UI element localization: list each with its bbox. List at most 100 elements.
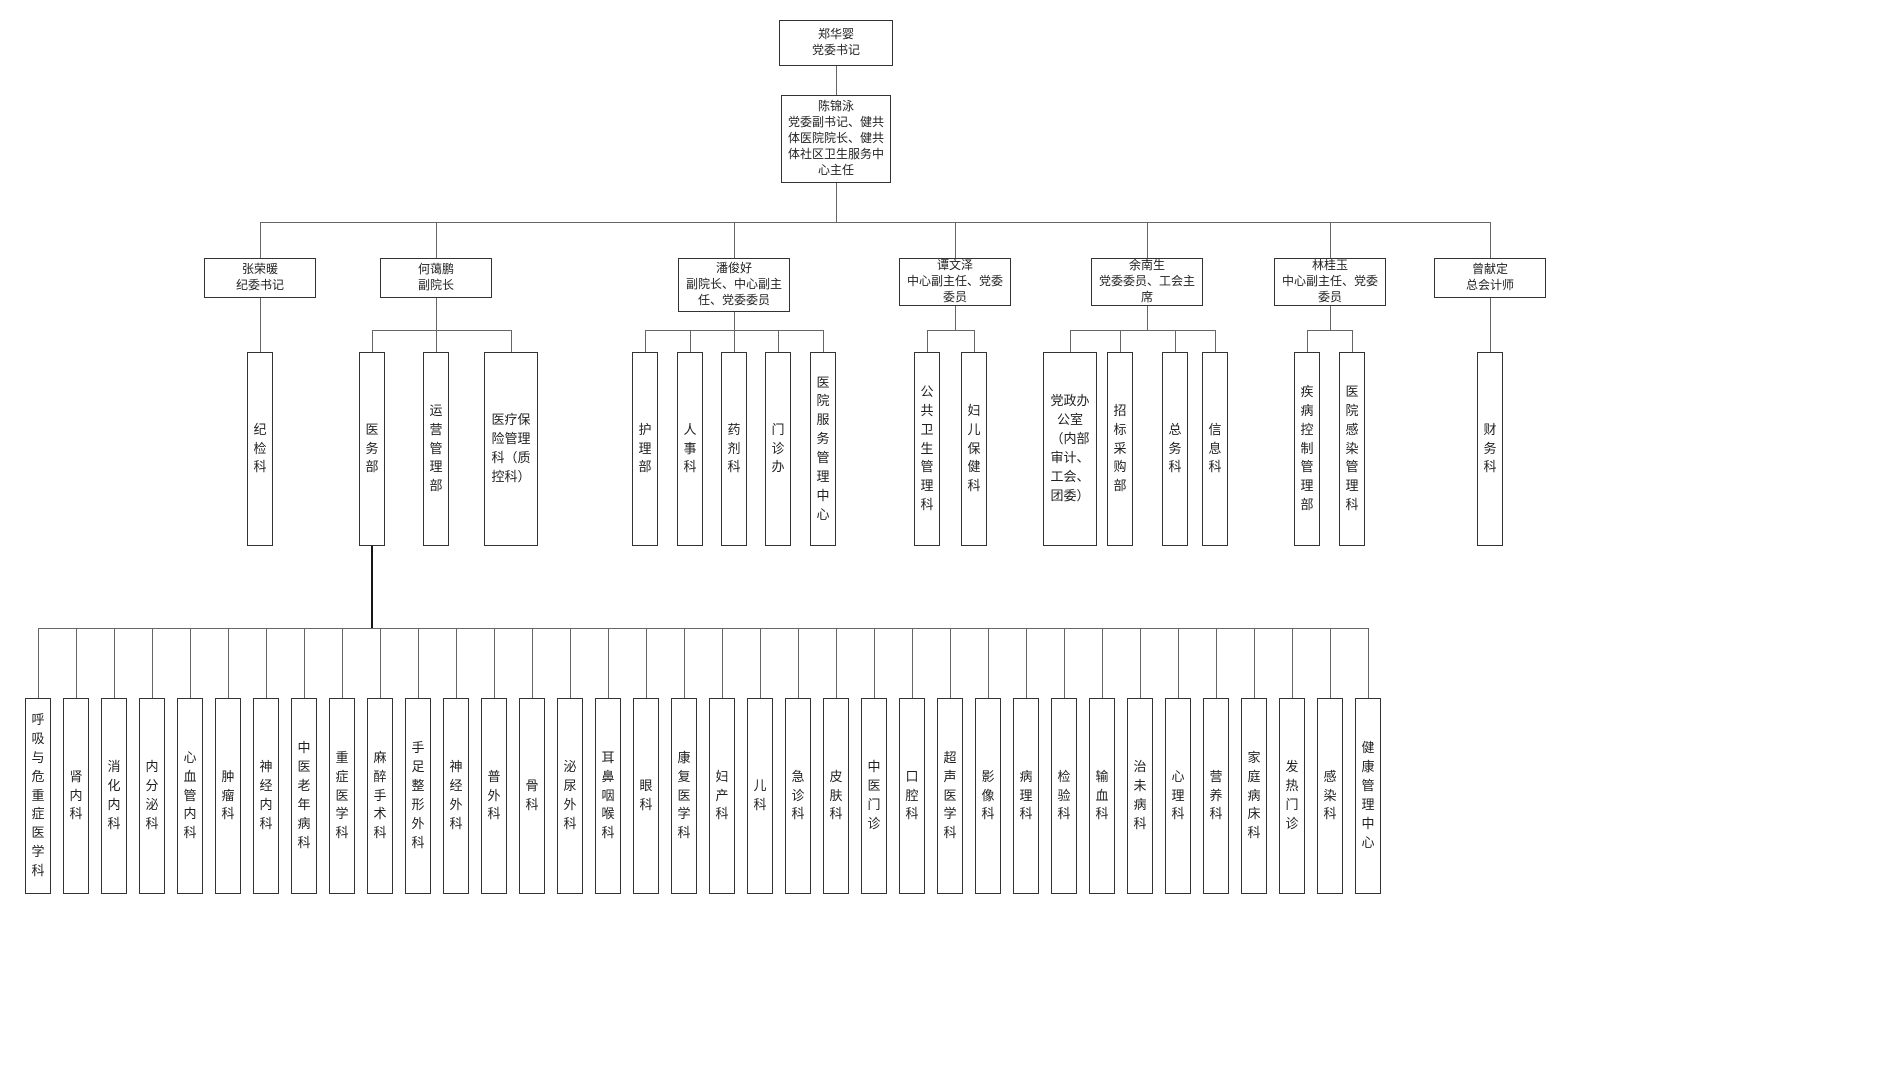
dept-node: 医疗保险管理科（质控科）	[484, 352, 538, 546]
dept-node: 运营管理部	[423, 352, 449, 546]
bus-dept-stub	[645, 330, 646, 352]
dept-node-label: 运营管理部	[429, 402, 443, 494]
clinical-dept-node-label: 感染科	[1323, 768, 1337, 822]
bus-dept-stub	[974, 330, 975, 352]
clinical-dept-node-label: 麻醉手术科	[373, 749, 387, 841]
leaders-bus	[260, 222, 1490, 223]
medical-dept-stem	[371, 546, 373, 628]
root-name: 郑华婴	[817, 27, 854, 42]
clinical-dept-node: 骨科	[519, 698, 545, 894]
bus-dept-stub	[436, 330, 437, 352]
clinical-dept-node: 肾内科	[63, 698, 89, 894]
bus-dept-stub	[372, 330, 373, 352]
bus-clinical-stub	[1292, 628, 1293, 698]
clinical-dept-node: 消化内科	[101, 698, 127, 894]
dept-node-label: 党政办公室（内部审计、工会、团委）	[1050, 393, 1090, 503]
dept-node-label: 总务科	[1168, 421, 1182, 475]
leader-node: 张荣暖纪委书记	[204, 258, 316, 298]
bus-dept-stub	[690, 330, 691, 352]
bus-clinical-stub	[988, 628, 989, 698]
bus-clinical-stub	[1254, 628, 1255, 698]
bus-dept-stub	[778, 330, 779, 352]
clinical-dept-node-label: 超声医学科	[943, 749, 957, 841]
director-title: 党委副书记、健共体医院院长、健共体社区卫生服务中心主任	[787, 115, 884, 177]
leader-title: 中心副主任、党委委员	[906, 274, 1003, 304]
bus-leader-stub	[260, 222, 261, 258]
bus-clinical-stub	[684, 628, 685, 698]
bus-clinical-stub	[1026, 628, 1027, 698]
dept-node: 医院感染管理科	[1339, 352, 1365, 546]
leader-name: 谭文泽	[936, 258, 973, 273]
bus-clinical-stub	[722, 628, 723, 698]
clinical-dept-node: 病理科	[1013, 698, 1039, 894]
bus-clinical-stub	[190, 628, 191, 698]
leader-node: 曾献定总会计师	[1434, 258, 1546, 298]
director-node: 陈锦泳 党委副书记、健共体医院院长、健共体社区卫生服务中心主任	[781, 95, 891, 183]
bus-clinical-stub	[798, 628, 799, 698]
clinical-dept-node: 影像科	[975, 698, 1001, 894]
dept-node: 疾病控制管理部	[1294, 352, 1320, 546]
bus-clinical-stub	[342, 628, 343, 698]
clinical-dept-node: 心血管内科	[177, 698, 203, 894]
root-director-connector	[836, 66, 837, 95]
clinical-dept-node-label: 重症医学科	[335, 749, 349, 841]
dept-node: 公共卫生管理科	[914, 352, 940, 546]
clinical-dept-node-label: 儿科	[753, 778, 767, 812]
clinical-dept-node: 心理科	[1165, 698, 1191, 894]
clinical-dept-node-label: 普外科	[487, 768, 501, 822]
clinical-dept-node-label: 神经内科	[259, 759, 273, 831]
bus-clinical-stub	[1368, 628, 1369, 698]
dept-node: 医务部	[359, 352, 385, 546]
clinical-dept-node-label: 皮肤科	[829, 768, 843, 822]
dept-node-label: 医务部	[365, 421, 379, 475]
dept-node-label: 人事科	[683, 421, 697, 475]
leader-node: 林桂玉中心副主任、党委委员	[1274, 258, 1386, 306]
clinical-dept-node: 超声医学科	[937, 698, 963, 894]
clinical-dept-node: 营养科	[1203, 698, 1229, 894]
dept-node-label: 纪检科	[253, 421, 267, 475]
clinical-dept-node-label: 家庭病床科	[1247, 749, 1261, 841]
dept-node: 党政办公室（内部审计、工会、团委）	[1043, 352, 1097, 546]
clinical-dept-node-label: 治未病科	[1133, 759, 1147, 831]
clinical-dept-node-label: 肾内科	[69, 768, 83, 822]
bus-clinical-stub	[1216, 628, 1217, 698]
leader-name: 曾献定	[1471, 262, 1508, 277]
director-name: 陈锦泳	[817, 99, 854, 114]
clinical-dept-node-label: 手足整形外科	[411, 740, 425, 850]
bus-dept-stub	[1307, 330, 1308, 352]
bus-clinical-stub	[494, 628, 495, 698]
clinical-dept-node-label: 骨科	[525, 778, 539, 812]
clinical-dept-node: 发热门诊	[1279, 698, 1305, 894]
clinical-dept-node: 耳鼻咽喉科	[595, 698, 621, 894]
clinical-dept-node-label: 输血科	[1095, 768, 1109, 822]
bus-clinical-stub	[228, 628, 229, 698]
dept-node: 财务科	[1477, 352, 1503, 546]
clinical-dept-node-label: 健康管理中心	[1361, 740, 1375, 850]
bus-clinical-stub	[1178, 628, 1179, 698]
clinical-dept-node: 康复医学科	[671, 698, 697, 894]
leader-drop-line	[1330, 306, 1331, 330]
clinical-dept-node: 普外科	[481, 698, 507, 894]
leader-drop-line	[436, 298, 437, 330]
bus-clinical-stub	[1140, 628, 1141, 698]
bus-clinical-stub	[380, 628, 381, 698]
clinical-dept-node-label: 急诊科	[791, 768, 805, 822]
leader-title: 总会计师	[1465, 278, 1514, 292]
bus-clinical-stub	[836, 628, 837, 698]
dept-node: 人事科	[677, 352, 703, 546]
clinical-dept-node: 手足整形外科	[405, 698, 431, 894]
clinical-dept-node-label: 检验科	[1057, 768, 1071, 822]
clinical-dept-node-label: 心理科	[1171, 768, 1185, 822]
bus-clinical-stub	[266, 628, 267, 698]
leader-node: 余南生党委委员、工会主席	[1091, 258, 1203, 306]
bus-dept-stub	[511, 330, 512, 352]
root-node: 郑华婴 党委书记	[779, 20, 893, 66]
dept-node: 医院服务管理中心	[810, 352, 836, 546]
clinical-dept-node-label: 呼吸与危重症医学科	[31, 712, 45, 878]
clinical-dept-node-label: 中医门诊	[867, 759, 881, 831]
bus-dept-stub	[823, 330, 824, 352]
bus-clinical-stub	[760, 628, 761, 698]
bus-leader-stub	[1330, 222, 1331, 258]
leader-name: 何蔼鹏	[417, 262, 454, 277]
